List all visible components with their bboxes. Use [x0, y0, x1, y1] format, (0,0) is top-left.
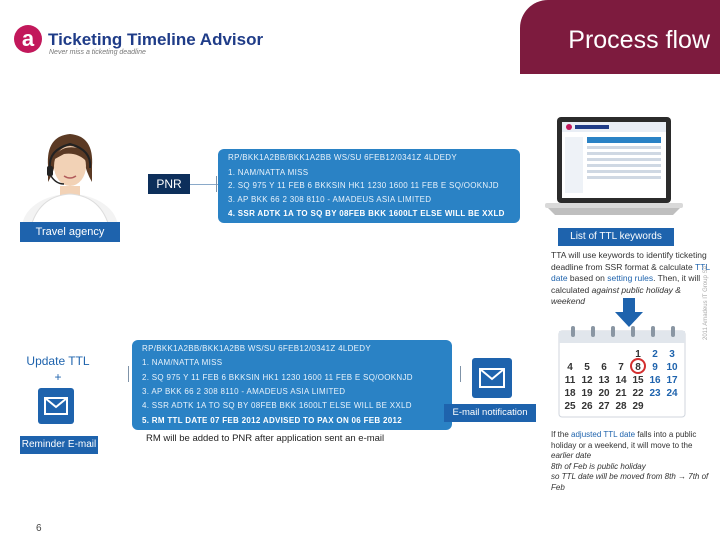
- agent-photo: [20, 120, 120, 230]
- calendar-day: 20: [598, 388, 610, 399]
- pnr-badge: PNR: [148, 174, 190, 194]
- calendar-day: 26: [581, 401, 593, 412]
- pnr-panel-top: RP/BKK1A2BB/BKK1A2BB WS/SU 6FEB12/0341Z …: [218, 149, 520, 223]
- envelope-icon: [38, 388, 74, 424]
- envelope-icon: [472, 358, 512, 398]
- pnr-line: 4. SSR ADTK 1A TO SQ BY 08FEB BKK 1600LT…: [142, 401, 412, 410]
- calendar-day: 14: [615, 375, 627, 386]
- divider: [216, 176, 217, 192]
- pnr-header-line: RP/BKK1A2BB/BKK1A2BB WS/SU 6FEB12/0341Z …: [228, 153, 458, 162]
- calendar-highlight-circle: [630, 358, 646, 374]
- update-ttl-label: Update TTL +: [20, 353, 96, 385]
- tta-text-part: TTA will use keywords to identify ticket…: [551, 250, 707, 272]
- calendar-day: 24: [666, 388, 678, 399]
- calendar-ring: [631, 326, 635, 337]
- tta-text-highlight: setting rules: [607, 273, 654, 283]
- copyright: 2011 Amadeus IT Group SA: [703, 265, 709, 341]
- calendar-day: 1: [635, 349, 641, 360]
- calendar-day: 9: [652, 362, 658, 373]
- calendar-day: 8: [635, 362, 641, 373]
- pnr-line: 2. SQ 975 Y 11 FEB 6 BKKSIN HK1 1230 160…: [142, 373, 413, 382]
- calendar-day: 16: [649, 375, 661, 386]
- ttl-keywords-label: List of TTL keywords: [558, 228, 674, 246]
- calendar-day: 25: [564, 401, 576, 412]
- adjust-text-part: falls into a public holiday or a weekend…: [551, 430, 697, 450]
- calendar-day: 11: [565, 375, 576, 386]
- travel-agency-label: Travel agency: [20, 222, 120, 242]
- calendar-day: 13: [598, 375, 610, 386]
- title-tab: [520, 0, 720, 74]
- pnr-line-ssr: 4. SSR ADTK 1A TO SQ BY 08FEB BKK 1600LT…: [228, 209, 505, 218]
- calendar-ring: [571, 326, 575, 337]
- calendar-ring: [671, 326, 675, 337]
- laptop-screenshot: [545, 115, 683, 227]
- tta-text-part: . Then, it will calculated: [551, 273, 701, 295]
- calendar-day: 19: [581, 388, 593, 399]
- tta-text-part: based on: [567, 273, 608, 283]
- tta-description: TTA will use keywords to identify ticket…: [551, 250, 716, 308]
- reminder-email-label: Reminder E-mail: [20, 436, 98, 454]
- divider: [128, 366, 129, 382]
- calendar-day: 3: [669, 349, 675, 360]
- update-ttl-line1: Update TTL: [26, 354, 90, 368]
- slide-number: 6: [36, 523, 42, 534]
- adjust-text-italic: earlier date: [551, 451, 592, 460]
- adjust-text-highlight: adjusted TTL date: [571, 430, 636, 439]
- calendar-ring: [611, 326, 615, 337]
- calendar-day: 23: [649, 388, 661, 399]
- adjust-text-italic: is public holiday: [589, 461, 646, 471]
- adjust-text-part: so TTL date will be moved from 8th → 7th…: [551, 472, 709, 492]
- pnr-line: 3. AP BKK 66 2 308 8110 - AMADEUS ASIA L…: [142, 387, 346, 396]
- logo-tagline: Never miss a ticketing deadline: [49, 49, 146, 56]
- calendar-ring: [591, 326, 595, 337]
- pnr-line: 1. NAM/NATTA MISS: [142, 358, 223, 367]
- calendar-day: 17: [666, 375, 678, 386]
- calendar-day: 29: [632, 401, 644, 412]
- divider: [460, 366, 461, 382]
- pnr-panel-bottom: RP/BKK1A2BB/BKK1A2BB WS/SU 6FEB12/0341Z …: [132, 340, 452, 430]
- adjust-text-part: If the: [551, 430, 572, 439]
- rm-note: RM will be added to PNR after applicatio…: [146, 433, 385, 444]
- pnr-line: 1. NAM/NATTA MISS: [228, 168, 309, 177]
- calendar-day: 7: [618, 362, 624, 373]
- calendar-ring: [651, 326, 655, 337]
- calendar-day: 18: [564, 388, 576, 399]
- calendar-day: 4: [567, 362, 573, 373]
- email-notification-label: E-mail notification: [444, 404, 536, 422]
- pnr-line: 2. SQ 975 Y 11 FEB 6 BKKSIN HK1 1230 160…: [228, 181, 499, 190]
- update-ttl-line2: +: [54, 370, 62, 384]
- calendar-day: 28: [615, 401, 627, 412]
- calendar-day: 27: [598, 401, 610, 412]
- logo-title: Ticketing Timeline Advisor: [48, 30, 264, 49]
- tta-text-italic: against public holiday & weekend: [551, 284, 681, 307]
- adjust-text-part: 8th of Feb: [551, 461, 590, 471]
- calendar-day: 12: [581, 375, 593, 386]
- calendar-day: 2: [652, 349, 658, 360]
- calendar-day: 5: [584, 362, 590, 373]
- calendar-day: 15: [632, 375, 644, 386]
- calendar-day: 10: [666, 362, 678, 373]
- connector-line: [190, 184, 218, 185]
- calendar-day: 21: [615, 388, 627, 399]
- logo-icon: a: [14, 25, 42, 53]
- pnr-line: 3. AP BKK 66 2 308 8110 - AMADEUS ASIA L…: [228, 195, 432, 204]
- calendar-day: 22: [632, 388, 644, 399]
- adjusted-ttl-description: If the adjusted TTL date falls into a pu…: [551, 430, 711, 493]
- arrow-down-icon: [614, 298, 644, 328]
- page-title: Process flow: [568, 26, 710, 54]
- calendar-day: 6: [601, 362, 607, 373]
- pnr-line-remark: 5. RM TTL DATE 07 FEB 2012 ADVISED TO PA…: [142, 416, 402, 425]
- tta-text-highlight: TTL date: [551, 261, 710, 284]
- pnr-header-line: RP/BKK1A2BB/BKK1A2BB WS/SU 6FEB12/0341Z …: [142, 344, 372, 353]
